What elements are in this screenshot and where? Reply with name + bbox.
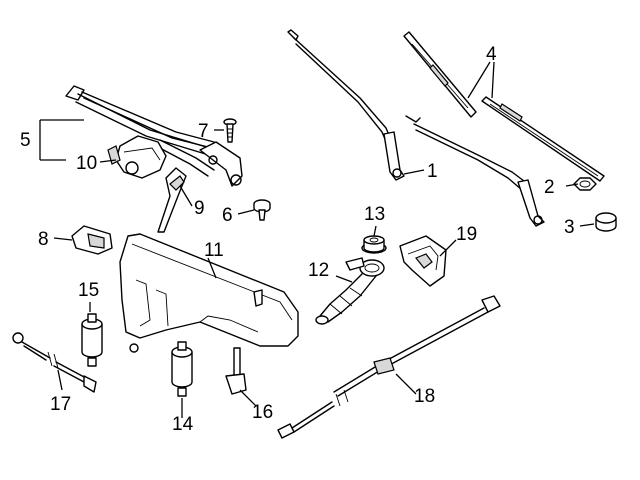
cap[interactable] bbox=[595, 212, 617, 232]
callout-11: 11 bbox=[204, 240, 224, 261]
bolt-6[interactable] bbox=[253, 199, 271, 221]
callout-6: 6 bbox=[222, 205, 233, 226]
callout-12: 12 bbox=[308, 260, 329, 281]
callout-7: 7 bbox=[198, 121, 209, 142]
filler-neck[interactable] bbox=[315, 257, 385, 325]
callout-18: 18 bbox=[414, 386, 435, 407]
wiper-blade-lower[interactable] bbox=[481, 96, 605, 182]
callouts: 1 2 3 4 5 6 7 8 9 10 11 12 13 14 15 16 1… bbox=[20, 44, 575, 435]
washer-reservoir[interactable] bbox=[119, 233, 299, 353]
callout-19: 19 bbox=[456, 224, 477, 245]
nut[interactable] bbox=[573, 177, 597, 191]
callout-8: 8 bbox=[38, 229, 49, 250]
wiper-blade-upper[interactable] bbox=[403, 31, 477, 118]
callout-5: 5 bbox=[20, 130, 31, 151]
callout-17: 17 bbox=[50, 394, 71, 415]
callout-13: 13 bbox=[364, 204, 385, 225]
callout-15: 15 bbox=[78, 280, 99, 301]
washer-hose-17[interactable] bbox=[12, 332, 97, 393]
bracket[interactable] bbox=[157, 167, 187, 233]
grommet[interactable] bbox=[361, 235, 387, 254]
wiper-motor[interactable] bbox=[107, 135, 167, 179]
callout-9: 9 bbox=[194, 198, 205, 219]
wiper-arm-right[interactable] bbox=[405, 115, 545, 227]
callout-1: 1 bbox=[427, 161, 438, 182]
callout-4: 4 bbox=[486, 44, 497, 65]
callout-14: 14 bbox=[172, 414, 194, 435]
washer-pump-15[interactable] bbox=[81, 313, 103, 367]
callout-10: 10 bbox=[76, 153, 97, 174]
callout-2: 2 bbox=[544, 177, 555, 198]
washer-pump-14[interactable] bbox=[171, 341, 193, 397]
wiper-arm-left[interactable] bbox=[287, 29, 405, 181]
leader-lines bbox=[39, 61, 595, 418]
washer-hose-18[interactable] bbox=[277, 295, 501, 439]
clip-8[interactable] bbox=[71, 225, 113, 255]
wiper-linkage[interactable] bbox=[65, 85, 243, 187]
reservoir-holder[interactable] bbox=[399, 235, 447, 287]
level-sensor[interactable] bbox=[225, 347, 247, 395]
callout-16: 16 bbox=[252, 402, 273, 423]
callout-3: 3 bbox=[564, 217, 575, 238]
screw-7[interactable] bbox=[223, 118, 237, 143]
